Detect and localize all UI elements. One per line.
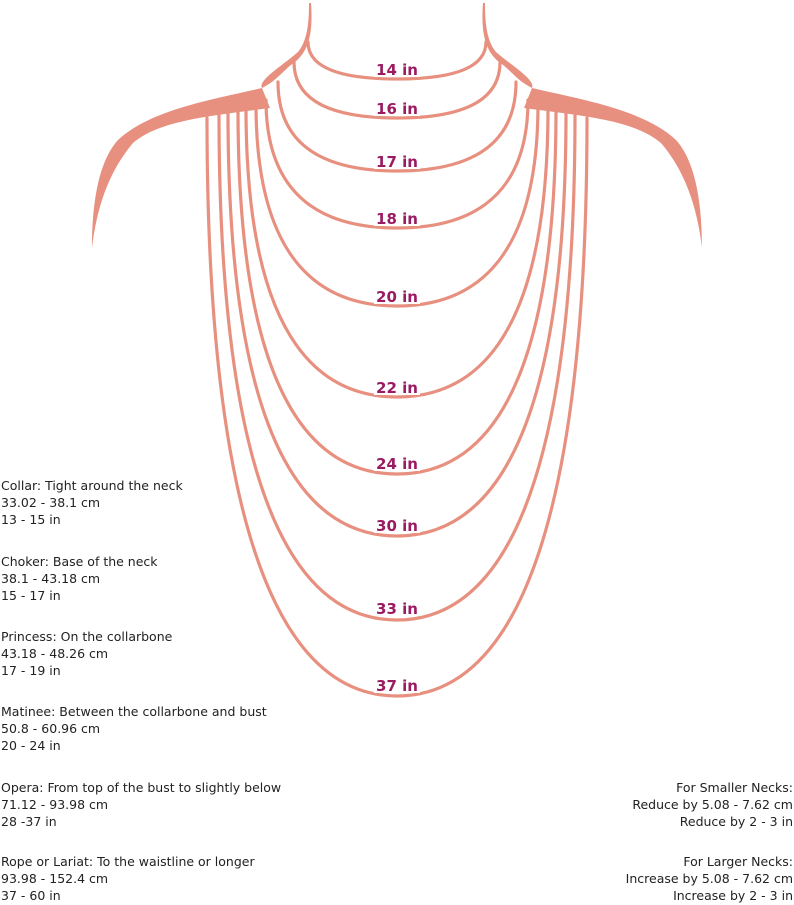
entry-title: Princess: On the collarbone [1,629,173,644]
label-backing [374,286,420,304]
entry-title: Matinee: Between the collarbone and bust [1,704,267,719]
length-label: 18 in [376,210,418,228]
style-entry: Opera: From top of the bust to slightly … [1,779,281,830]
necklace-chain [205,116,589,698]
entry-cm: Reduce by 5.08 - 7.62 cm [632,797,793,812]
necklace-chain [276,80,518,173]
label-backing [374,208,420,226]
style-entry: Rope or Lariat: To the waistline or long… [1,853,255,904]
necklace-chain [236,108,558,476]
length-label: 37 in [376,677,418,695]
entry-cm: 38.1 - 43.18 cm [1,571,101,586]
necklace-chain [292,60,502,120]
label-backing [374,453,420,471]
entry-inches: 37 - 60 in [1,888,61,903]
label-backing [374,675,420,693]
length-label: 33 in [376,600,418,618]
entry-inches: Increase by 2 - 3 in [673,888,793,903]
entry-cm: 43.18 - 48.26 cm [1,646,109,661]
necklace-chain [217,112,577,622]
entry-inches: 20 - 24 in [1,738,61,753]
entry-inches: 28 -37 in [1,814,57,829]
label-backing [374,98,420,116]
length-label: 22 in [376,379,418,397]
style-entry: Choker: Base of the neck 38.1 - 43.18 cm 1… [1,553,158,604]
adjustment-entry: For Larger Necks: Increase by 5.08 - 7.62… [626,853,793,904]
entry-title: Collar: Tight around the neck [1,478,183,493]
entry-cm: 93.98 - 152.4 cm [1,871,109,886]
necklace-chain [244,106,550,399]
entry-cm: 71.12 - 93.98 cm [1,797,109,812]
label-backing [374,151,420,169]
label-backing [374,59,420,77]
entry-title: Choker: Base of the neck [1,554,158,569]
entry-inches: 17 - 19 in [1,663,61,678]
entry-cm: 33.02 - 38.1 cm [1,495,101,510]
entry-inches: Reduce by 2 - 3 in [679,814,793,829]
label-backing [374,515,420,533]
label-backing [374,377,420,395]
length-label: 30 in [376,517,418,535]
length-labels: 14 in 16 in 17 in 18 in 20 in 22 in 24 in 30 in… [374,59,420,695]
entry-inches: 15 - 17 in [1,588,61,603]
entry-title: For Larger Necks: [683,854,793,869]
neck-shoulder-outline [92,3,702,248]
length-label: 14 in [376,61,418,79]
necklace-chain [254,102,540,308]
style-entry: Collar: Tight around the neck 33.02 - 38.… [1,477,183,528]
length-label: 16 in [376,100,418,118]
entry-inches: 13 - 15 in [1,512,61,527]
style-entry: Matinee: Between the collarbone and bust… [1,703,267,754]
style-entry: Princess: On the collarbone 43.18 - 48.26… [1,628,172,679]
length-label: 24 in [376,455,418,473]
entry-cm: Increase by 5.08 - 7.62 cm [625,871,793,886]
label-backing [374,598,420,616]
necklace-chain [306,40,488,81]
necklace-chain [226,110,568,538]
necklace-chains [205,40,589,698]
length-label: 20 in [376,288,418,306]
entry-cm: 50.8 - 60.96 cm [1,721,101,736]
entry-title: Opera: From top of the bust to slightly … [1,780,282,795]
necklace-chain [264,98,530,230]
entry-title: For Smaller Necks: [676,780,793,795]
adjustment-entry: For Smaller Necks: Reduce by 5.08 - 7.62 … [632,779,793,830]
entry-title: Rope or Lariat: To the waistline or long… [1,854,255,869]
length-label: 17 in [376,153,418,171]
